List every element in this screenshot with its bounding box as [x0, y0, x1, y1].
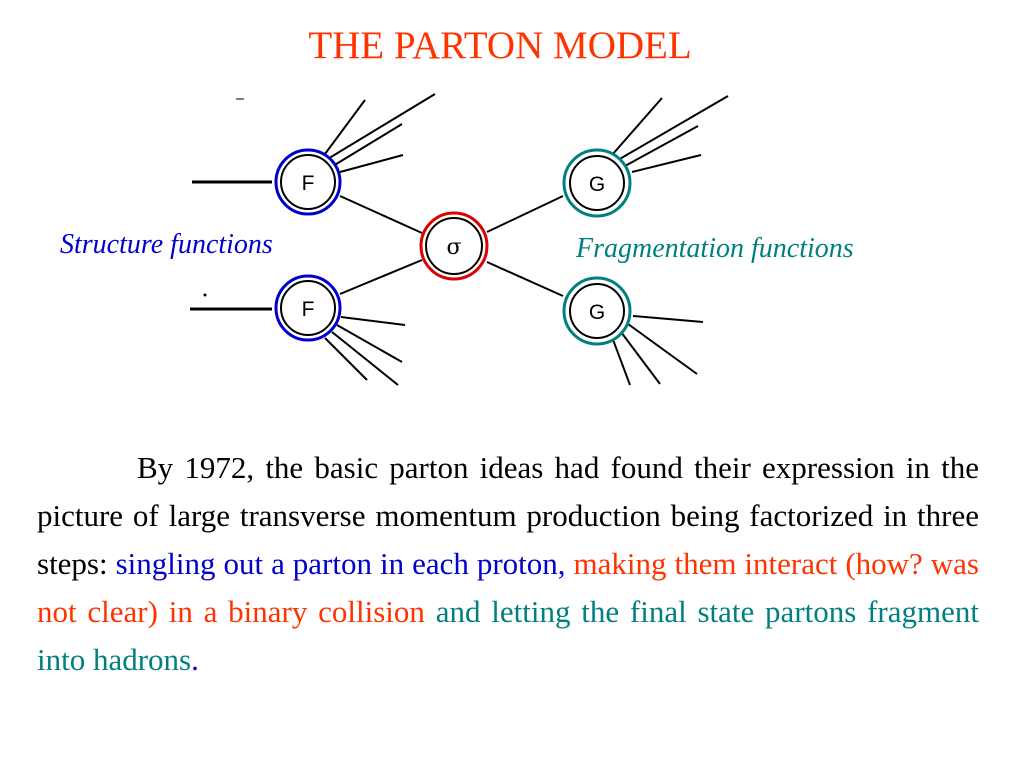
scan-dot [203, 293, 207, 297]
fragmentation-functions-label: Fragmentation functions [576, 233, 854, 264]
structure-node-top: F [274, 148, 342, 216]
body-text-step-interaction: making them interact (how? was not clear… [37, 546, 979, 629]
body-text-intro: By 1972, the basic parton ideas had foun… [37, 450, 979, 581]
fragment-node-bottom-label: G [589, 301, 605, 324]
spectator-jets-top [321, 93, 436, 173]
parton-model-diagram: F F σ G G [190, 93, 729, 386]
parton-line-bottom-to-sigma [339, 259, 423, 295]
hadron-jets-top [611, 95, 729, 173]
parton-line-sigma-to-bottom-g [486, 261, 564, 297]
structure-node-bottom-label: F [302, 298, 315, 321]
cross-section-node-label: σ [446, 235, 461, 260]
parton-line-sigma-to-top-g [486, 195, 564, 233]
spectator-jets-bottom [324, 316, 406, 386]
cross-section-node: σ [419, 211, 489, 281]
body-text-step-single-parton: singling out a parton in each proton, [115, 546, 566, 581]
body-paragraph: By 1972, the basic parton ideas had foun… [37, 444, 979, 684]
body-text-final-period: . [191, 642, 199, 677]
fragment-node-top-label: G [589, 173, 605, 196]
fragment-node-top: G [562, 148, 632, 218]
body-text-step-fragmentation: and letting the final state partons frag… [37, 594, 979, 677]
parton-line-top-to-sigma [339, 195, 423, 234]
fragment-node-bottom: G [562, 276, 632, 346]
structure-node-bottom: F [274, 274, 342, 342]
slide-title: THE PARTON MODEL [308, 24, 692, 67]
structure-functions-label: Structure functions [60, 229, 273, 260]
hadron-jets-bottom [611, 315, 704, 386]
structure-node-top-label: F [302, 172, 315, 195]
